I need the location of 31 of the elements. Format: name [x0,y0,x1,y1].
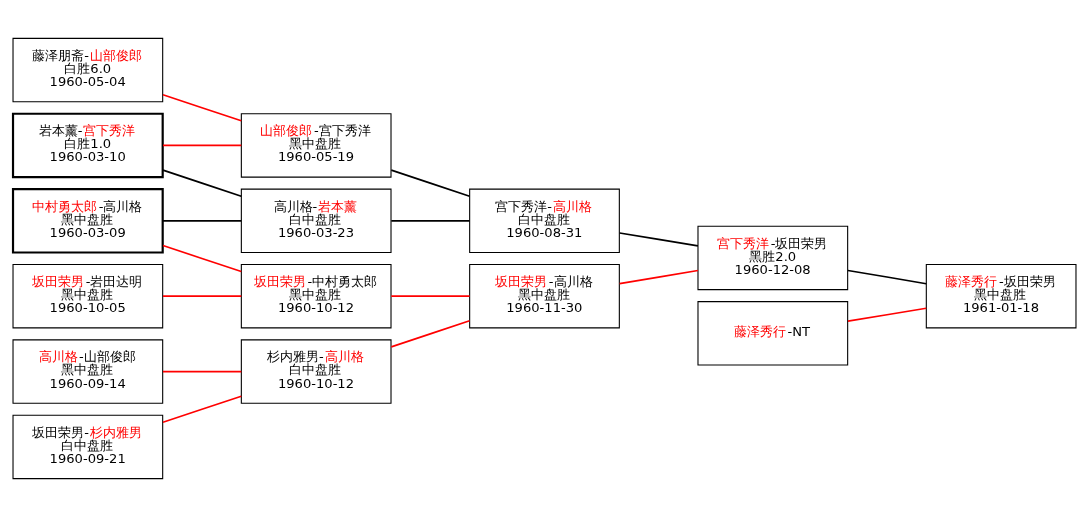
connector [162,295,243,297]
connector [618,232,699,247]
connector [390,295,471,297]
connector [162,244,243,273]
node-box: 藤泽秀行-坂田荣男 黑中盘胜 1961-01-18 [925,263,1077,329]
connector [847,269,928,285]
connector [847,307,928,322]
connector [390,169,471,197]
connector [162,144,243,147]
connector [162,93,243,122]
node-box: 坂田荣男-杉内雅男 白中盘胜 1960-09-21 [12,414,164,480]
connector [162,370,243,373]
node-box: 中村勇太郎-高川格 黑中盘胜 1960-03-09 [11,188,164,254]
node-box: 山部俊郎-宫下秀洋 黑中盘胜 1960-05-19 [240,113,392,178]
node-box: 坂田荣男-岩田达明 黑中盘胜 1960-10-05 [12,263,164,329]
connector [162,395,243,424]
connector [162,220,243,222]
node-box: 高川格-山部俊郎 黑中盘胜 1960-09-14 [12,339,164,404]
node-box: 宫下秀洋-高川格 白中盘胜 1960-08-31 [469,188,620,254]
node-box: 藤泽朋斋-山部俊郎 白胜6.0 1960-05-04 [12,37,164,103]
node-box: 宫下秀洋-坂田荣男 黑胜2.0 1960-12-08 [697,225,849,291]
connector [390,220,471,222]
connector [162,169,243,197]
connector [390,320,471,348]
node-box: 坂田荣男-高川格 黑中盘胜 1960-11-30 [469,263,620,329]
node-box: 杉内雅男-高川格 白中盘胜 1960-10-12 [240,339,392,404]
node-box: 藤泽秀行-NT [697,301,849,366]
node-box: 高川格-岩本薰 白中盘胜 1960-03-23 [240,188,392,254]
node-box: 岩本薰-宫下秀洋 白胜1.0 1960-03-10 [11,112,164,179]
node-box: 坂田荣男-中村勇太郎 黑中盘胜 1960-10-12 [240,263,392,329]
connector [618,269,699,285]
